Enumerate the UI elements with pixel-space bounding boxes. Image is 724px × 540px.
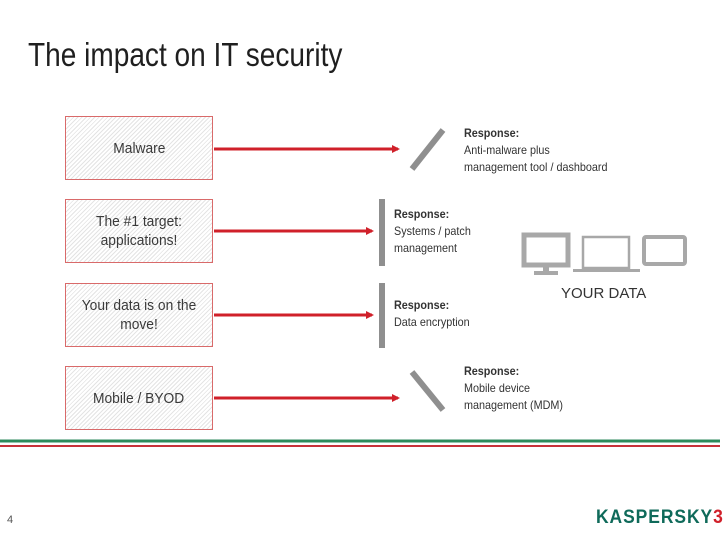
response-text: Systems / patch management	[394, 224, 471, 255]
response-bar-4	[409, 370, 446, 412]
response-1: Response: Anti-malware plus management t…	[464, 125, 608, 176]
logo-mark: 3	[713, 507, 724, 528]
threat-box-applications: The #1 target: applications!	[65, 199, 213, 263]
threat-box-data-moving: Your data is on the move!	[65, 283, 213, 347]
tablet-icon	[642, 235, 687, 266]
page-number: 4	[7, 514, 14, 526]
threat-label: The #1 target: applications!	[96, 213, 182, 249]
threat-box-mobile-byod: Mobile / BYOD	[65, 366, 213, 430]
response-3: Response: Data encryption	[394, 297, 470, 331]
threat-label: Mobile / BYOD	[93, 389, 185, 407]
threat-box-malware: Malware	[65, 116, 213, 180]
response-4: Response: Mobile device management (MDM)	[464, 363, 563, 414]
response-text: Mobile device management (MDM)	[464, 381, 564, 412]
response-heading: Response:	[464, 126, 520, 140]
response-bar-1	[409, 128, 446, 171]
response-heading: Response:	[394, 207, 450, 221]
response-heading: Response:	[394, 298, 450, 312]
response-heading: Response:	[464, 364, 520, 378]
threat-label: Your data is on the move!	[81, 297, 197, 333]
desktop-monitor-icon	[521, 232, 571, 275]
response-2: Response: Systems / patch management	[394, 206, 471, 257]
response-text: Anti-malware plus management tool / dash…	[464, 143, 608, 174]
laptop-icon	[573, 235, 640, 272]
slide-title: The impact on IT security	[28, 36, 343, 73]
response-text: Data encryption	[394, 315, 470, 329]
logo-text: KASPERSKY	[596, 507, 714, 528]
threat-label: Malware	[112, 139, 166, 157]
your-data-label: YOUR DATA	[561, 285, 647, 302]
kaspersky-logo: KASPERSKY3	[596, 507, 724, 529]
